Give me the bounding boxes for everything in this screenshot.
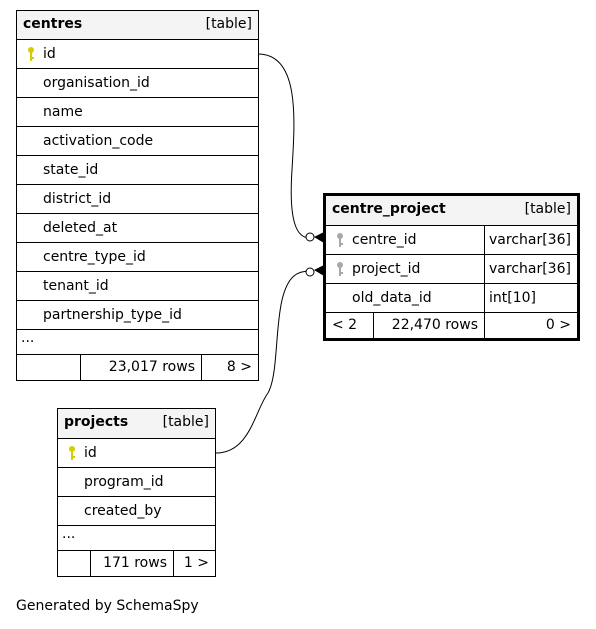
- optional-marker-project-id: [305, 267, 315, 277]
- crowfoot-project-id: [314, 265, 324, 276]
- column-name: centre_id: [352, 232, 417, 248]
- column-row[interactable]: tenant_id: [17, 272, 258, 301]
- foreign-key-icon: [337, 233, 343, 247]
- column-row[interactable]: created_by: [58, 497, 215, 526]
- primary-key-icon: [69, 446, 75, 460]
- column-type: varchar[36]: [484, 226, 577, 254]
- optional-marker-centre-id: [305, 232, 315, 242]
- column-name: id: [43, 46, 56, 62]
- column-row-pk[interactable]: id: [58, 439, 215, 468]
- table-centre-project[interactable]: centre_project [table] centre_id varchar…: [323, 193, 580, 341]
- crowfoot-centre-id: [314, 232, 324, 243]
- generated-by-label: Generated by SchemaSpy: [16, 598, 199, 614]
- table-type: [table]: [524, 201, 571, 217]
- column-row[interactable]: organisation_id: [17, 69, 258, 98]
- row-count: 23,017 rows: [80, 355, 201, 380]
- column-name: state_id: [43, 162, 99, 178]
- column-row[interactable]: centre_type_id: [17, 243, 258, 272]
- column-name: tenant_id: [43, 278, 109, 294]
- table-header: projects [table]: [58, 409, 215, 439]
- column-name: activation_code: [43, 133, 154, 149]
- more-columns-row[interactable]: ...: [58, 526, 215, 551]
- column-name: organisation_id: [43, 75, 150, 91]
- column-row-fk[interactable]: project_id varchar[36]: [326, 255, 577, 284]
- column-row-fk[interactable]: centre_id varchar[36]: [326, 226, 577, 255]
- foreign-key-icon: [337, 262, 343, 276]
- column-name: deleted_at: [43, 220, 118, 236]
- column-type: int[10]: [484, 284, 577, 312]
- column-name: program_id: [84, 474, 164, 490]
- column-row[interactable]: district_id: [17, 185, 258, 214]
- column-name: centre_type_id: [43, 249, 146, 265]
- table-name: projects: [64, 414, 129, 430]
- column-row-pk[interactable]: id: [17, 40, 258, 69]
- ellipsis: ...: [62, 526, 76, 542]
- column-name: partnership_type_id: [43, 307, 182, 323]
- table-footer: 171 rows 1 >: [58, 551, 215, 576]
- table-header: centres [table]: [17, 11, 258, 40]
- link-centres-to-centre-project: [257, 53, 311, 239]
- parents-cell: [58, 551, 90, 576]
- table-footer: 23,017 rows 8 >: [17, 355, 258, 380]
- column-row[interactable]: program_id: [58, 468, 215, 497]
- column-name: old_data_id: [352, 290, 432, 306]
- column-row[interactable]: activation_code: [17, 127, 258, 156]
- column-row[interactable]: name: [17, 98, 258, 127]
- children-link[interactable]: 1 >: [173, 551, 215, 576]
- table-type: [table]: [205, 16, 252, 32]
- column-row[interactable]: state_id: [17, 156, 258, 185]
- children-link[interactable]: 8 >: [201, 355, 258, 380]
- link-projects-to-centre-project: [215, 270, 311, 454]
- column-name: id: [84, 445, 97, 461]
- row-count: 171 rows: [90, 551, 173, 576]
- table-projects[interactable]: projects [table] id program_id created_b…: [57, 408, 216, 577]
- table-centres[interactable]: centres [table] id organisation_id name …: [16, 10, 259, 381]
- column-row[interactable]: old_data_id int[10]: [326, 284, 577, 313]
- column-name: project_id: [352, 261, 421, 277]
- table-type: [table]: [162, 414, 209, 430]
- table-name: centres: [23, 16, 83, 32]
- column-name: created_by: [84, 503, 162, 519]
- more-columns-row[interactable]: ...: [17, 330, 258, 355]
- children-link[interactable]: 0 >: [484, 313, 577, 338]
- row-count: 22,470 rows: [373, 313, 484, 338]
- column-row[interactable]: partnership_type_id: [17, 301, 258, 330]
- column-type: varchar[36]: [484, 255, 577, 283]
- ellipsis: ...: [21, 330, 35, 346]
- parents-cell: [17, 355, 80, 380]
- parents-link[interactable]: < 2: [332, 317, 358, 333]
- primary-key-icon: [28, 47, 34, 61]
- table-name: centre_project: [332, 201, 446, 217]
- column-row[interactable]: deleted_at: [17, 214, 258, 243]
- table-header: centre_project [table]: [326, 196, 577, 226]
- table-footer: < 2 22,470 rows 0 >: [326, 313, 577, 338]
- column-name: name: [43, 104, 83, 120]
- column-name: district_id: [43, 191, 112, 207]
